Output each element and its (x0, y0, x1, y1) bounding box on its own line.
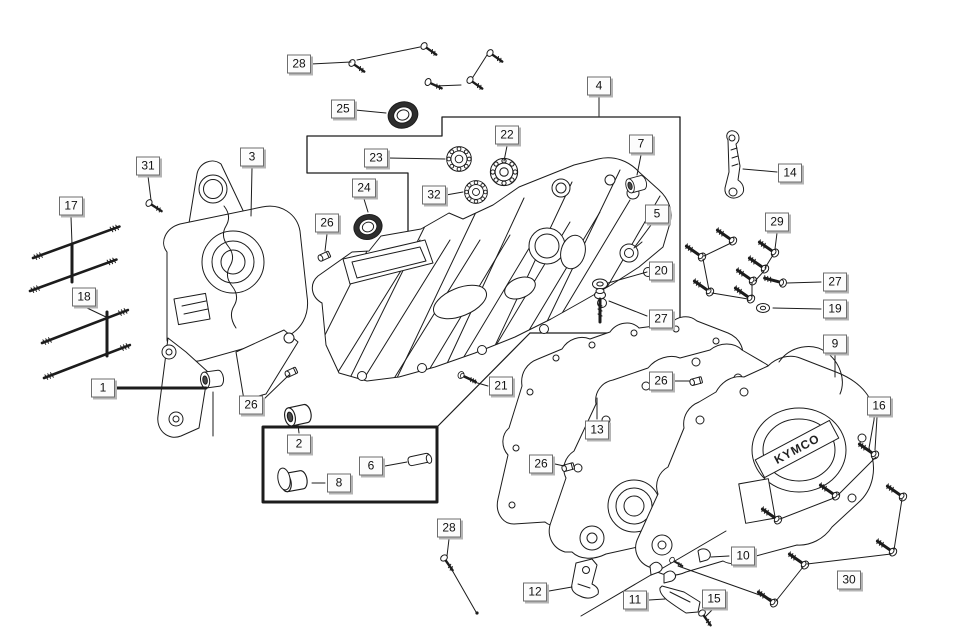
dowel-pin-26-a (316, 250, 332, 263)
screw-31 (143, 197, 165, 216)
bracket-12 (571, 558, 599, 599)
stud-set-18 (39, 306, 133, 382)
bushing-1 (199, 369, 226, 390)
washer-20-and-stud-27 (592, 278, 608, 324)
leader-lines (70, 61, 878, 617)
stud-set-17 (27, 222, 122, 295)
bearing-23 (446, 146, 472, 172)
screw-set-28-top (346, 40, 506, 93)
screw-28-bottom (438, 552, 479, 615)
crankcase-left-half (157, 160, 309, 438)
bolt-set-29 (682, 224, 782, 306)
pin-6 (407, 452, 433, 467)
dowel-pin-26-b (283, 366, 299, 379)
bushing-8 (277, 467, 310, 494)
bracket-11 (649, 561, 701, 614)
oil-seal-25 (384, 97, 422, 133)
bearing-32 (464, 180, 488, 204)
sub-assembly-box-bushings (261, 425, 439, 504)
bolt-21 (455, 369, 479, 387)
kickstarter-arm-14 (724, 130, 745, 199)
bearing-22 (489, 157, 519, 187)
cap-10 (697, 548, 711, 563)
nut-19 (756, 303, 770, 313)
transmission-cover-outer: KYMCO (635, 346, 875, 576)
bushing-2 (282, 402, 314, 428)
flange-bolt-27 (761, 272, 789, 290)
damper-5 (619, 241, 643, 263)
